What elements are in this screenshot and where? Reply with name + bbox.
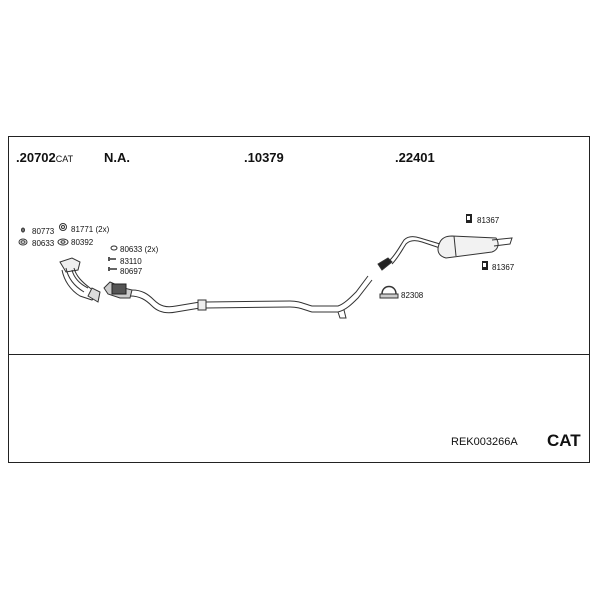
gasket-icon — [18, 238, 28, 246]
flange-gasket-icon — [57, 238, 69, 246]
label-81771: 81771 (2x) — [71, 225, 110, 234]
label-82308: 82308 — [401, 291, 424, 300]
spring-icon — [108, 267, 117, 271]
nut-icon — [59, 223, 67, 231]
section-divider — [8, 354, 590, 355]
front-catalyst-part — [59, 257, 101, 303]
label-83110: 83110 — [120, 257, 142, 266]
gasket-small-icon — [110, 245, 118, 251]
kit-code: REK003266A — [451, 436, 518, 448]
label-80392: 80392 — [71, 238, 94, 247]
label-80633: 80633 — [32, 239, 55, 248]
part-number-na: N.A. — [104, 150, 130, 165]
part-number-catalyst: .20702CAT — [16, 150, 74, 165]
rear-silencer-part — [377, 235, 513, 271]
label-80633-2x: 80633 (2x) — [120, 245, 159, 254]
label-80697: 80697 — [120, 267, 143, 276]
label-81367-top: 81367 — [477, 216, 500, 225]
rubber-hanger-bottom-icon — [482, 261, 488, 270]
label-81367-bottom: 81367 — [492, 263, 515, 272]
small-ring-icon — [21, 227, 25, 233]
label-80773: 80773 — [32, 227, 55, 236]
pipe-clamp-icon — [379, 285, 399, 299]
flex-pipe-part — [103, 281, 207, 314]
part-number-rear-silencer: .22401 — [395, 150, 435, 165]
rubber-hanger-top-icon — [466, 214, 472, 223]
part-number-middle-pipe: .10379 — [244, 150, 284, 165]
diagram-frame — [8, 136, 590, 463]
kit-type: CAT — [547, 431, 581, 450]
middle-pipe-part — [205, 275, 373, 319]
bolt-icon — [108, 257, 116, 261]
